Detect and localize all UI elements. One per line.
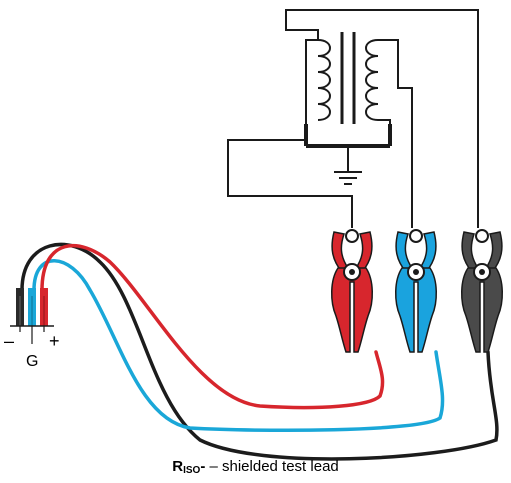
plus-terminal-label: + [49,331,60,351]
red-test-lead [40,243,385,410]
black-test-lead [20,242,499,461]
secondary-lead-top [378,39,413,228]
meter-connector [10,288,54,344]
caption-symbol-subscript: ISO [183,465,201,476]
diagram-caption: RISO- – shielded test lead [0,458,511,476]
caption-text: shielded test lead [222,458,339,475]
secondary-coil [365,39,379,121]
blue-test-lead [32,259,445,433]
minus-terminal-label: – [4,331,14,351]
caption-symbol: R [172,458,184,475]
primary-coil [317,39,331,121]
transformer [305,32,413,228]
shield-enclosure [304,124,392,172]
caption-symbol-suffix: - [200,458,206,475]
primary-lead-top [305,39,318,124]
guard-terminal-label: G [26,353,38,370]
wire-shield-to-red-clamp [227,139,353,228]
gray-crocodile-clip [460,229,504,353]
red-crocodile-clip [330,229,374,353]
blue-crocodile-clip [394,229,438,353]
caption-dash: – [205,458,222,475]
ground-icon [334,171,362,185]
wire-to-gray-clamp [285,9,479,228]
